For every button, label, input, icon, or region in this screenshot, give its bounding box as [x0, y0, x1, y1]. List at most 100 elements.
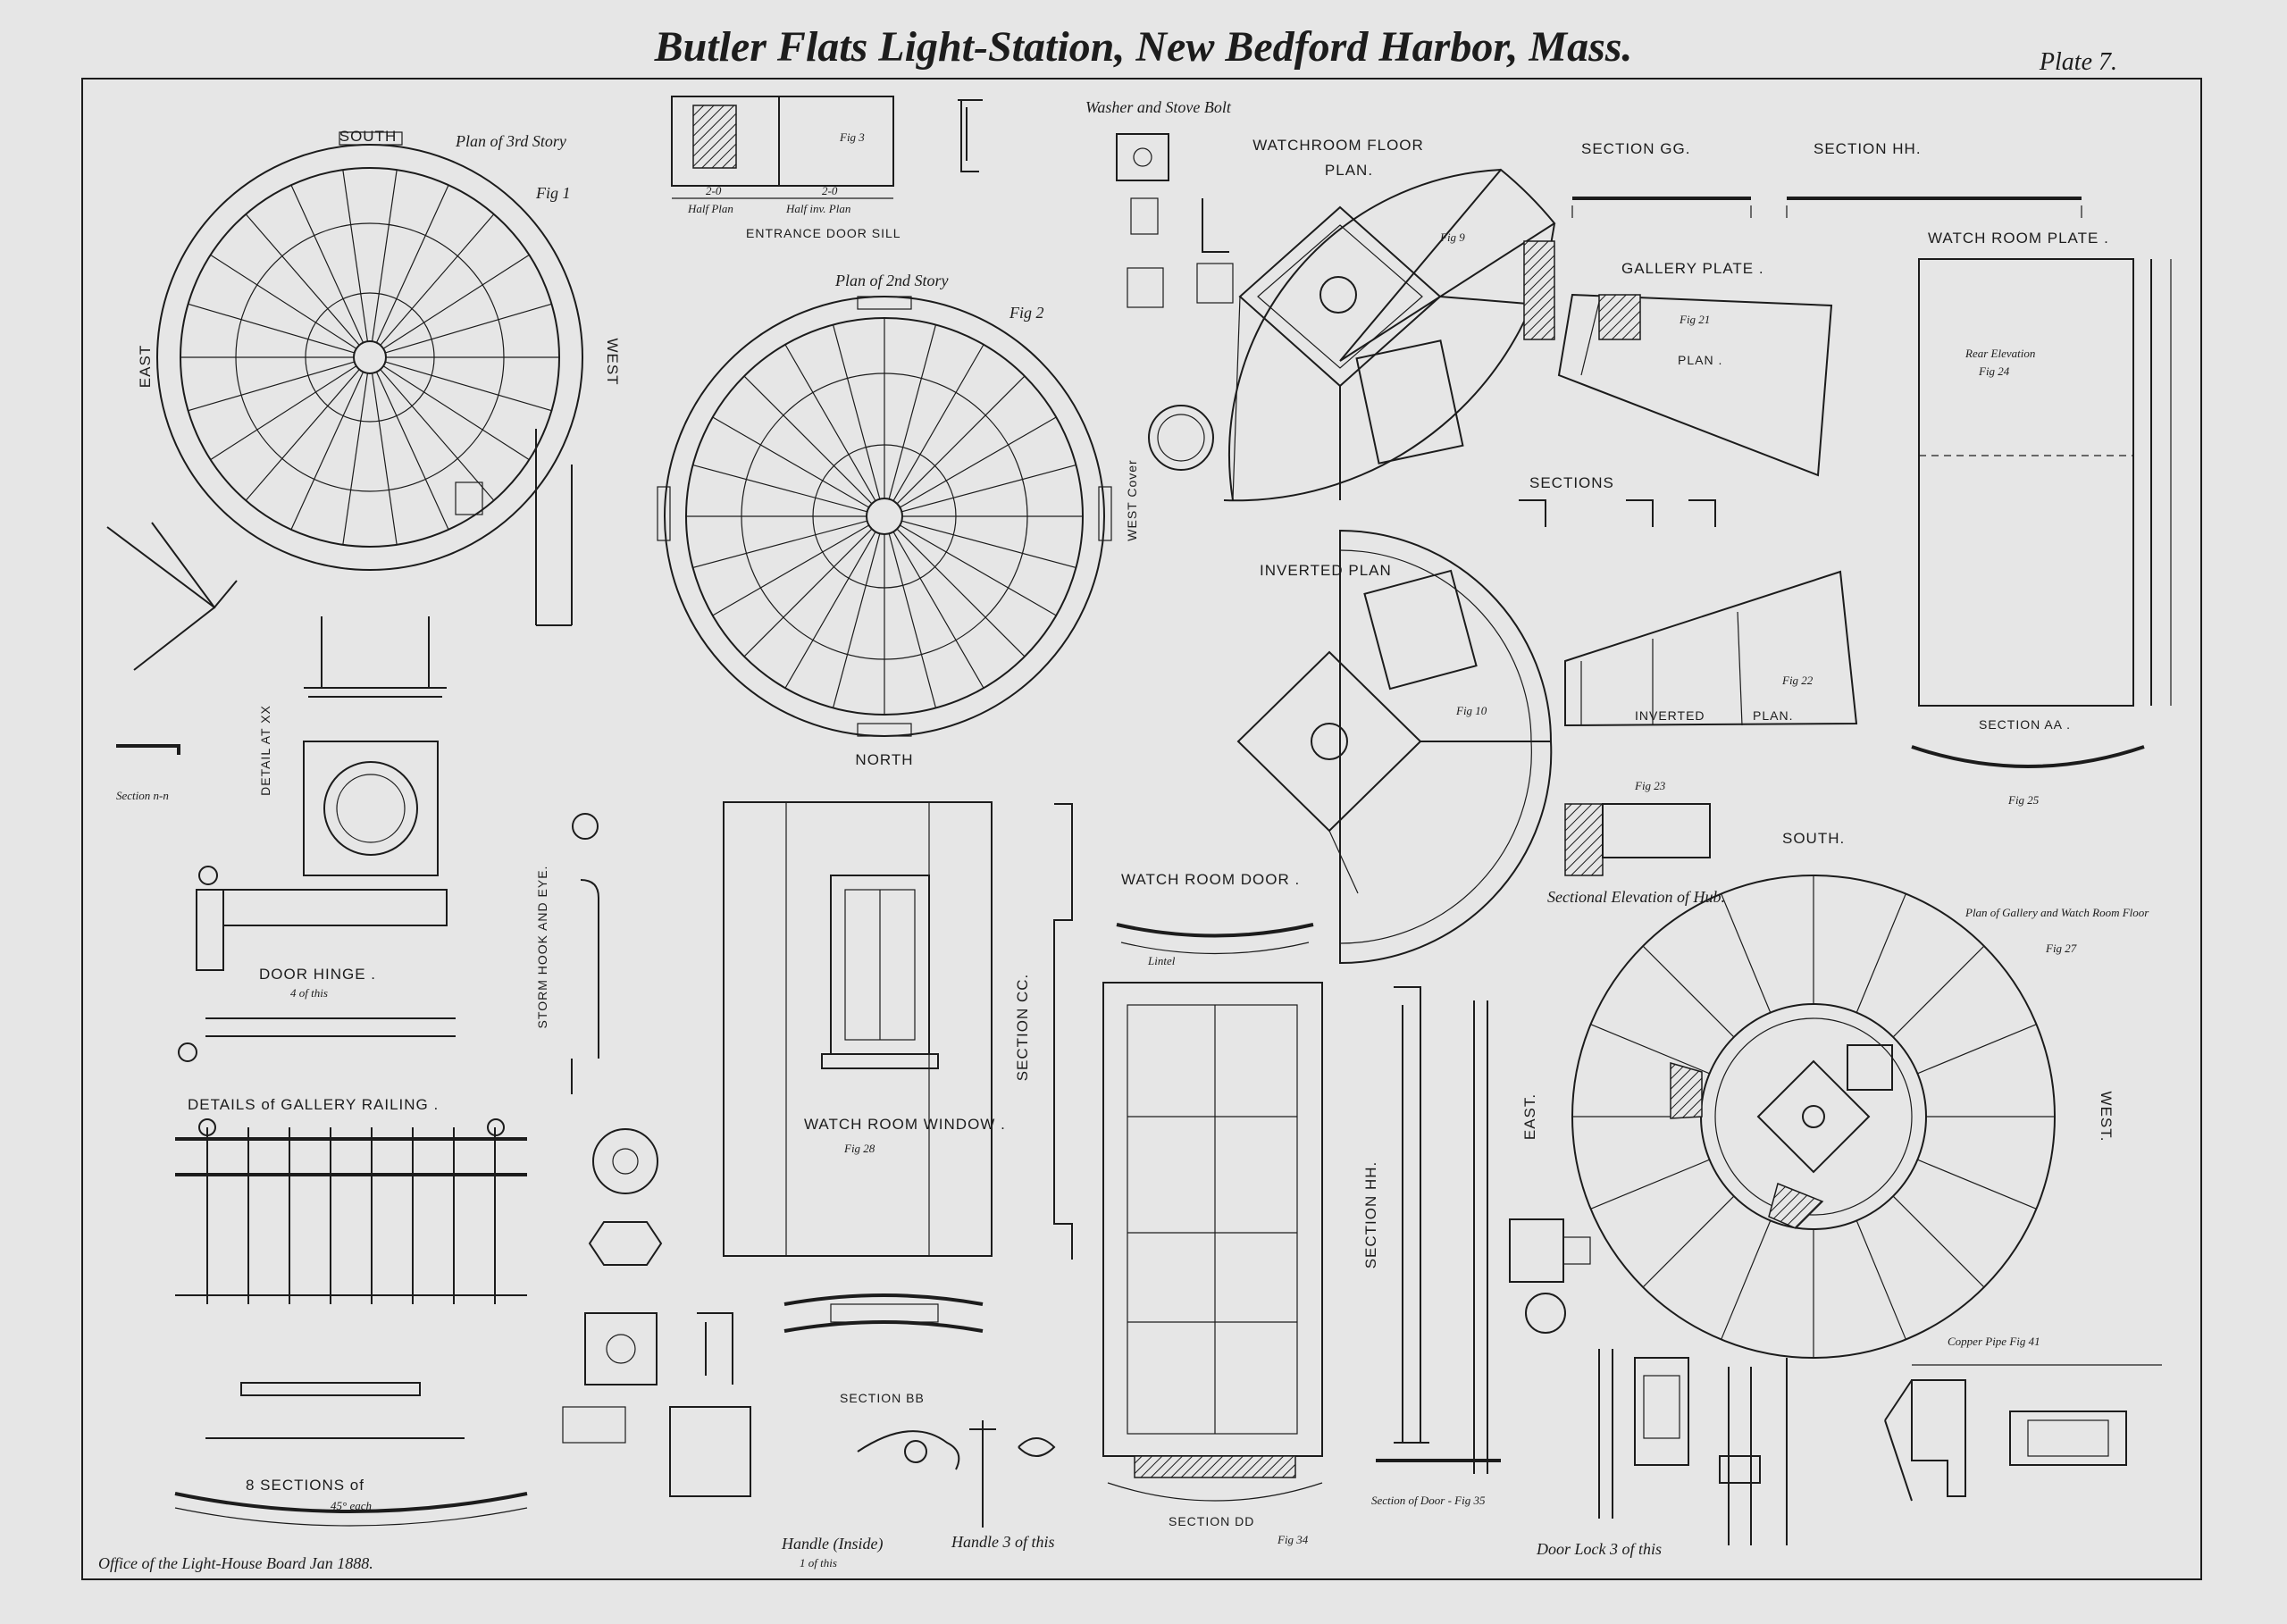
spoke-line — [888, 533, 937, 708]
spoke-line — [712, 524, 869, 616]
spoke-line — [1917, 1159, 2037, 1210]
hub-elevation: Fig 23 Sectional Elevation of Hub. — [1547, 779, 1725, 906]
spoke-line — [385, 361, 552, 412]
plate-number: Plate 7. — [2039, 48, 2117, 76]
spoke-line — [1590, 1024, 1710, 1075]
door-title: WATCH ROOM DOOR . — [1121, 871, 1300, 888]
spoke-line — [290, 184, 364, 343]
gallery-floor-fig: Fig 27 — [2045, 942, 2077, 955]
plan3-west: WEST — [604, 338, 621, 385]
entrance-half-plan: Half Plan — [687, 202, 733, 215]
spoke-line — [342, 373, 369, 545]
hub-fig: Fig 23 — [1634, 779, 1666, 792]
door-hinge: DOOR HINGE . 4 of this — [178, 866, 456, 1062]
plan2-north: NORTH — [855, 751, 913, 768]
washer-stove-bolt: Washer and Stove Bolt WEST Cover — [1085, 98, 1234, 541]
inverted-plan-title: INVERTED PLAN — [1260, 562, 1392, 579]
plan-3rd-story: SOUTH Plan of 3rd Story Fig 1 EAST WEST — [137, 128, 621, 571]
section-dd-label: SECTION DD — [1169, 1514, 1254, 1528]
plan2-fig: Fig 2 — [1009, 304, 1044, 322]
watchroom-plate-title: WATCH ROOM PLATE . — [1928, 230, 2109, 247]
watchroom-floor-fig: Fig 9 — [1439, 230, 1465, 244]
spoke-line — [784, 532, 876, 689]
railing-sections-sub: 45° each — [331, 1499, 372, 1512]
spoke-line — [375, 184, 449, 343]
spoke-line — [832, 533, 881, 708]
section-hh-door-label: SECTION HH. — [1362, 1161, 1379, 1269]
inverted-gallery-plan: INVERTED PLAN. Fig 22 — [1564, 570, 1858, 727]
storm-hook-label: STORM HOOK AND EYE. — [535, 866, 549, 1029]
spoke-line — [901, 520, 1076, 569]
spoke-line — [892, 532, 984, 689]
handle-inside-caption: Handle (Inside) — [781, 1535, 883, 1553]
watchroom-floor-plan-label: PLAN. — [1325, 162, 1373, 179]
section-door-label: Section of Door - Fig 35 — [1371, 1494, 1486, 1507]
spoke-line — [1721, 893, 1772, 1013]
spoke-line — [1917, 1024, 2037, 1075]
section-gg-label: SECTION GG. — [1581, 140, 1690, 157]
spoke-line — [188, 303, 355, 354]
watchroom-plate-rear: Rear Elevation — [1964, 347, 2035, 360]
gallery-plate: GALLERY PLATE . Fig 21 PLAN . SECTIONS — [1519, 260, 1833, 527]
entrance-dim-left: 2-0 — [706, 184, 722, 197]
door-hinge-title: DOOR HINGE . — [259, 966, 376, 983]
spoke-line — [290, 372, 364, 531]
spoke-line — [371, 170, 398, 342]
gallery-plate-plan: PLAN . — [1678, 353, 1722, 367]
window-title: WATCH ROOM WINDOW . — [804, 1116, 1006, 1133]
entrance-title: ENTRANCE DOOR SILL — [746, 226, 901, 240]
door-side-fittings — [1509, 1218, 1591, 1334]
watch-room-window: WATCH ROOM WINDOW . Fig 28 SECTION CC. S… — [723, 801, 1073, 1405]
gallery-plate-fig: Fig 21 — [1679, 313, 1710, 326]
hub-caption: Sectional Elevation of Hub. — [1547, 888, 1725, 906]
door-lock: Door Lock 3 of this — [1536, 1349, 1788, 1558]
gallery-floor-caption: Plan of Gallery and Watch Room Floor — [1964, 906, 2149, 919]
plan3-east: EAST — [137, 345, 154, 388]
detail-xx-label: DETAIL AT XX — [258, 705, 272, 796]
spoke-line — [900, 416, 1057, 508]
spoke-line — [245, 369, 360, 501]
entrance-dim-right: 2-0 — [822, 184, 838, 197]
spoke-line — [210, 365, 357, 461]
copper-pipe-caption: Copper Pipe Fig 41 — [1948, 1335, 2040, 1348]
gallery-floor-west: WEST. — [2098, 1092, 2115, 1143]
watchroom-plate-section: SECTION AA . — [1979, 717, 2071, 732]
gallery-watchroom-floor-plan: SOUTH. Plan of Gallery and Watch Room Fl… — [1521, 830, 2149, 1359]
spoke-line — [382, 365, 530, 461]
entrance-door-sill: Fig 3 2-0 2-0 Half Plan Half inv. Plan E… — [671, 96, 983, 240]
handles: Handle (Inside) 1 of this Handle 3 of th… — [781, 1420, 1056, 1570]
spoke-line — [1892, 945, 1985, 1038]
storm-hook: STORM HOOK AND EYE. — [535, 813, 599, 1094]
spoke-line — [342, 170, 369, 342]
spoke-line — [743, 528, 873, 657]
spoke-line — [245, 213, 360, 346]
washer-caption: Washer and Stove Bolt — [1085, 98, 1232, 116]
door-fig34: Fig 34 — [1277, 1533, 1309, 1546]
spoke-line — [371, 373, 398, 545]
railing-sections: 8 SECTIONS of — [246, 1477, 364, 1494]
inverted-gallery-inverted: INVERTED — [1635, 708, 1705, 723]
entrance-half-inv: Half inv. Plan — [785, 202, 850, 215]
spoke-line — [210, 254, 357, 349]
watchroom-floor-plan: WATCHROOM FLOOR PLAN. Fig 9 — [1223, 137, 1556, 502]
spoke-line — [784, 344, 876, 501]
spoke-line — [380, 213, 495, 346]
spoke-line — [385, 303, 552, 354]
gallery-plate-title: GALLERY PLATE . — [1621, 260, 1764, 277]
door-hinge-sub: 4 of this — [290, 986, 328, 1000]
spoke-line — [901, 464, 1076, 513]
spoke-line — [896, 375, 1026, 505]
sheet-title: Butler Flats Light-Station, New Bedford … — [654, 23, 1633, 71]
spoke-line — [375, 372, 449, 531]
spoke-line — [712, 416, 869, 508]
window-fig: Fig 28 — [843, 1142, 875, 1155]
spoke-line — [188, 361, 355, 412]
office-footer: Office of the Light-House Board Jan 1888… — [98, 1554, 373, 1572]
plan-2nd-story: Plan of 2nd Story Fig 2 NORTH — [657, 272, 1112, 768]
watchroom-plate-fig: Fig 24 — [1978, 364, 2010, 378]
spoke-line — [896, 528, 1026, 657]
section-bb-label: SECTION BB — [840, 1391, 925, 1405]
watchroom-plate-fig25: Fig 25 — [2007, 793, 2040, 807]
spoke-line — [1590, 1159, 1710, 1210]
